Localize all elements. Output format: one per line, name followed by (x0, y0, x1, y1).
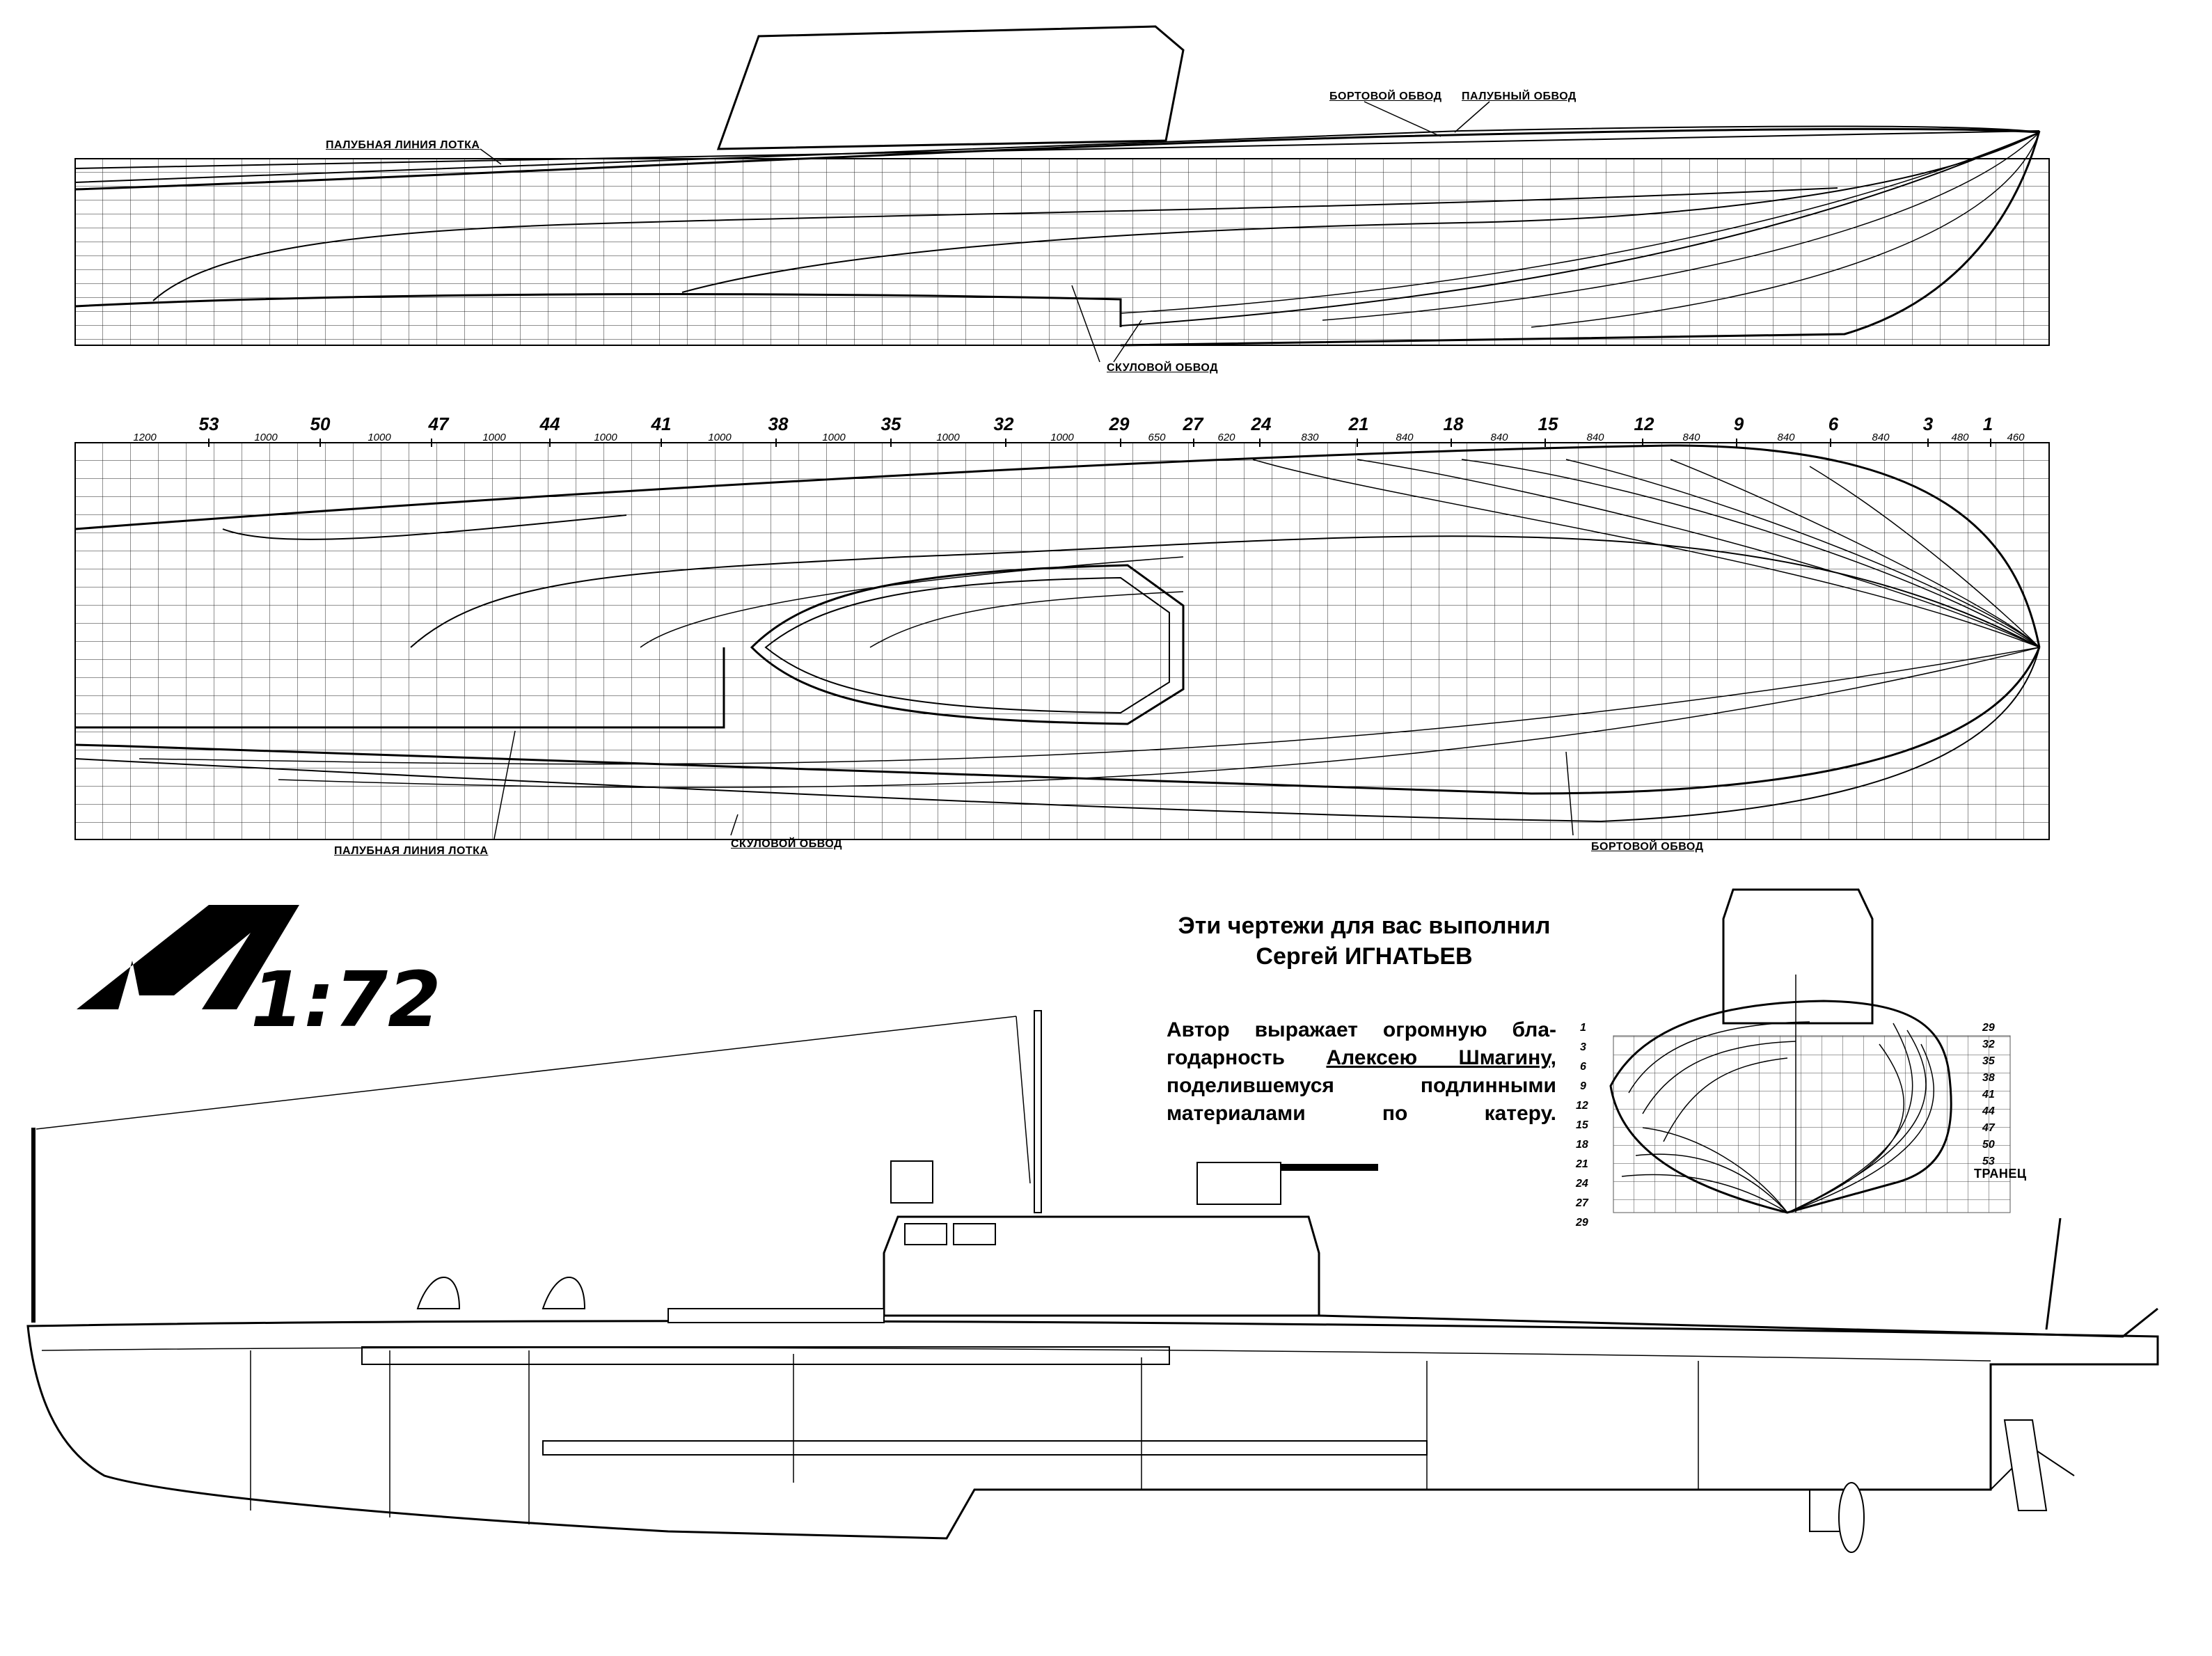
thanks-line-1: Автор выражает огромную бла- (1167, 1018, 1556, 1041)
spacing-value: 1000 (368, 432, 391, 443)
body-station-label: 9 (1580, 1080, 1586, 1092)
station-number: 1 (1982, 413, 1993, 434)
body-station-label: 27 (1576, 1197, 1588, 1209)
spacing-value: 840 (1586, 432, 1604, 443)
spacing-value: 1000 (1050, 432, 1074, 443)
station-number: 18 (1443, 413, 1464, 434)
top-side-outline-label: БОРТОВОЙ ОБВОД (1329, 90, 1442, 102)
plan-deck-line-label: ПАЛУБНАЯ ЛИНИЯ ЛОТКА (334, 845, 489, 857)
station-number: 24 (1251, 413, 1272, 434)
boat-side-view (26, 1010, 2159, 1553)
station-number: 38 (768, 413, 789, 434)
body-station-label: 44 (1982, 1105, 1995, 1117)
transom-label: ТРАНЕЦ (1974, 1167, 2027, 1181)
author-credit: Эти чертежи для вас выполнил Сергей ИГНА… (1100, 910, 1629, 972)
station-number: 29 (1109, 413, 1130, 434)
station-number: 32 (993, 413, 1014, 434)
body-station-label: 3 (1580, 1041, 1586, 1053)
spacing-value: 1000 (936, 432, 960, 443)
half-breadth-plan (74, 439, 2050, 840)
credit-line-2: Сергей ИГНАТЬЕВ (1256, 943, 1473, 970)
spacing-value: 1000 (708, 432, 732, 443)
station-number: 41 (651, 413, 672, 434)
spacing-value: 840 (1396, 432, 1414, 443)
body-station-label: 38 (1982, 1072, 1995, 1084)
spacing-value: 650 (1148, 432, 1166, 443)
body-plan (1609, 888, 2011, 1214)
credit-line-1: Эти чертежи для вас выполнил (1178, 913, 1551, 939)
spacing-value: 460 (2007, 432, 2025, 443)
spacing-value: 1000 (482, 432, 506, 443)
body-station-label: 32 (1982, 1039, 1995, 1050)
thanks-line-4: материалами по катеру. (1167, 1102, 1556, 1125)
spacing-value: 1000 (822, 432, 846, 443)
station-number: 15 (1538, 413, 1558, 434)
spacing-value: 840 (1682, 432, 1700, 443)
spacing-value: 620 (1217, 432, 1235, 443)
top-deck-line-label: ПАЛУБНАЯ ЛИНИЯ ЛОТКА (326, 139, 480, 151)
station-number: 6 (1828, 413, 1839, 434)
spacing-value: 840 (1872, 432, 1890, 443)
spacing-value: 1000 (594, 432, 617, 443)
spacing-value: 840 (1777, 432, 1795, 443)
body-station-label: 47 (1982, 1122, 1995, 1134)
sheer-plan (74, 25, 2050, 363)
thanks-name: Алексею Шмагину, (1326, 1046, 1556, 1069)
station-number: 47 (428, 413, 449, 434)
spacing-value: 840 (1490, 432, 1508, 443)
body-station-label: 12 (1576, 1100, 1588, 1112)
thanks-note: Автор выражает огромную бла- годарность … (1167, 1016, 1556, 1128)
station-number: 53 (198, 413, 219, 434)
station-number: 35 (880, 413, 901, 434)
spacing-value: 480 (1951, 432, 1969, 443)
body-station-label: 15 (1576, 1119, 1588, 1131)
station-number: 21 (1348, 413, 1369, 434)
body-station-label: 24 (1576, 1178, 1588, 1190)
body-station-label: 1 (1580, 1022, 1586, 1034)
thanks-line-2: годарность Алексею Шмагину, (1167, 1044, 1556, 1072)
spacing-value: 1200 (133, 432, 157, 443)
body-station-label: 35 (1982, 1055, 1995, 1067)
thanks-line-3: поделившемуся подлинными (1167, 1074, 1556, 1097)
body-station-label: 18 (1576, 1139, 1588, 1151)
body-station-label: 29 (1982, 1022, 1995, 1034)
body-station-label: 21 (1576, 1158, 1588, 1170)
top-deck-outline-label: ПАЛУБНЫЙ ОБВОД (1462, 90, 1577, 102)
station-number: 3 (1922, 413, 1934, 434)
station-number: 27 (1183, 413, 1203, 434)
station-number: 9 (1733, 413, 1744, 434)
scale-label: 1:72 (251, 955, 441, 1044)
body-station-label: 53 (1982, 1156, 1995, 1167)
body-station-label: 29 (1576, 1217, 1588, 1229)
spacing-value: 1000 (254, 432, 278, 443)
thanks-line-2a: годарность (1167, 1046, 1327, 1069)
body-station-label: 41 (1982, 1089, 1995, 1101)
station-number: 12 (1634, 413, 1654, 434)
station-number: 50 (310, 413, 331, 434)
body-station-label: 50 (1982, 1139, 1995, 1151)
plan-side-outline-label: БОРТОВОЙ ОБВОД (1591, 841, 1704, 853)
spacing-value: 830 (1301, 432, 1319, 443)
station-number: 44 (539, 413, 560, 434)
plan-chine-label: СКУЛОВОЙ ОБВОД (731, 838, 843, 850)
m-logo-mark (77, 905, 299, 1009)
body-station-label: 6 (1580, 1061, 1586, 1073)
top-chine-label: СКУЛОВОЙ ОБВОД (1107, 362, 1219, 374)
